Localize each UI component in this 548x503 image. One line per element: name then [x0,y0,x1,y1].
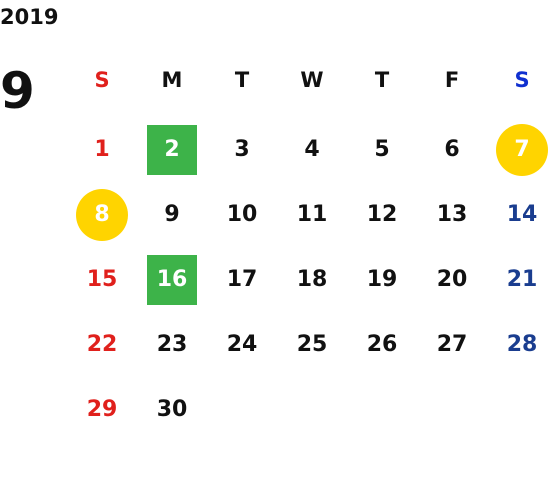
calendar-year: 2019 [0,5,59,29]
day-cell[interactable]: 27 [436,332,468,357]
day-cell[interactable]: 10 [226,202,258,227]
day-cell[interactable]: 12 [366,202,398,227]
day-cell-highlighted[interactable]: 16 [147,255,197,305]
day-cell[interactable]: 26 [366,332,398,357]
weekday-header-thu: T [374,67,390,92]
day-cell[interactable]: 23 [156,332,188,357]
day-cell[interactable]: 18 [296,267,328,292]
day-cell[interactable]: 19 [366,267,398,292]
day-cell-highlighted[interactable]: 2 [147,125,197,175]
weekday-header-fri: F [444,67,460,92]
day-cell[interactable]: 29 [86,397,118,422]
day-cell[interactable]: 3 [234,137,250,162]
weekday-header-sun: S [94,67,110,92]
day-cell[interactable]: 28 [506,332,538,357]
day-cell[interactable]: 24 [226,332,258,357]
day-cell-circled[interactable]: 8 [76,189,128,241]
day-cell[interactable]: 25 [296,332,328,357]
weekday-header-mon: M [161,67,183,92]
day-cell[interactable]: 11 [296,202,328,227]
day-cell[interactable]: 15 [86,267,118,292]
day-cell[interactable]: 14 [506,202,538,227]
weekday-header-wed: W [300,67,324,92]
calendar-month: 9 [0,62,35,120]
day-cell[interactable]: 17 [226,267,258,292]
day-cell-circled[interactable]: 7 [496,124,548,176]
day-cell[interactable]: 20 [436,267,468,292]
day-cell[interactable]: 22 [86,332,118,357]
weekday-header-tue: T [234,67,250,92]
weekday-header-sat: S [514,67,530,92]
day-cell[interactable]: 6 [444,137,460,162]
day-cell[interactable]: 9 [164,202,180,227]
day-cell[interactable]: 5 [374,137,390,162]
day-cell[interactable]: 21 [506,267,538,292]
day-cell[interactable]: 30 [156,397,188,422]
day-cell[interactable]: 1 [94,137,110,162]
day-cell[interactable]: 4 [304,137,320,162]
day-cell[interactable]: 13 [436,202,468,227]
